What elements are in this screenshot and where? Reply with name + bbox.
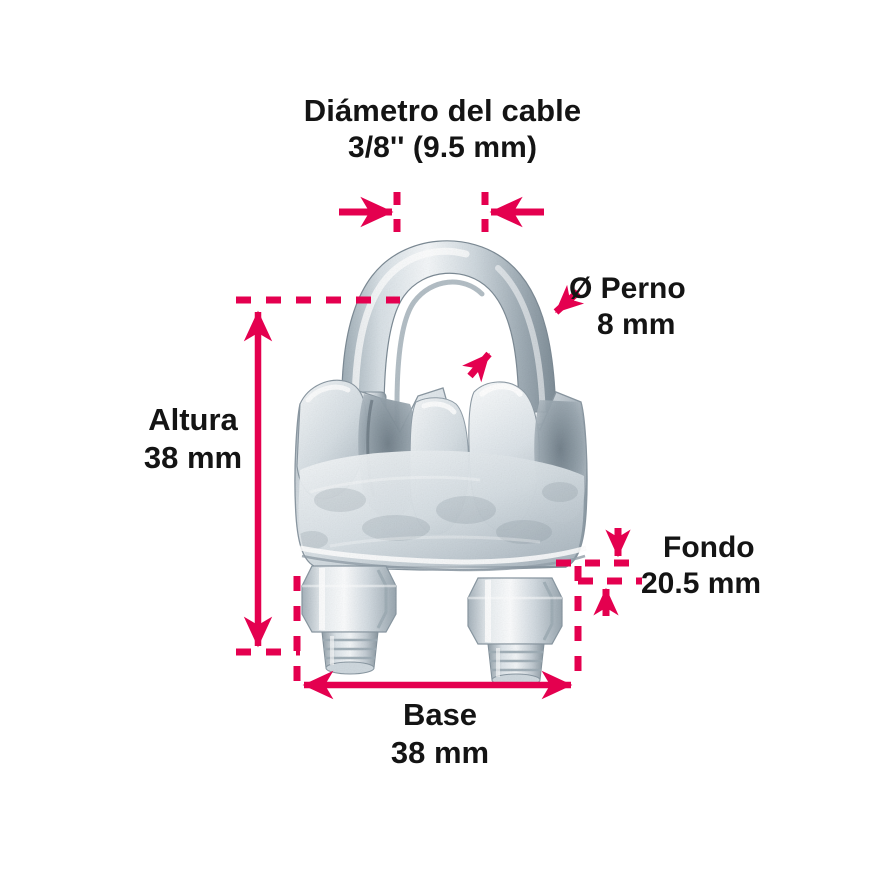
height-extension-lines [236,296,400,656]
height-label: Altura 38 mm [118,402,268,475]
bolt-diameter-title: Ø Perno [569,272,686,305]
depth-title: Fondo [663,531,755,564]
height-value: 38 mm [143,439,243,475]
base-extension-lines [293,566,582,684]
depth-label: Fondo 20.5 mm [641,531,831,600]
depth-value: 20.5 mm [641,566,762,600]
cable-diameter-value: 3/8'' (9.5 mm) [347,130,538,164]
bolt-diameter-value: 8 mm [597,307,676,341]
cable-diameter-label: Diámetro del cable 3/8'' (9.5 mm) [0,93,885,164]
bolt-diameter-arrows [462,284,585,383]
hex-nut-left [301,565,397,675]
base-label: Base 38 mm [300,697,580,770]
saddle-body [294,379,588,572]
base-title: Base [402,697,478,732]
cable-diameter-extension-lines [393,192,489,240]
height-title: Altura [148,402,238,437]
depth-arrows [593,528,631,616]
depth-extension-lines [556,559,642,585]
bolt-diameter-label: Ø Perno 8 mm [569,272,759,341]
base-value: 38 mm [390,734,490,770]
cable-diameter-title: Diámetro del cable [303,93,582,128]
